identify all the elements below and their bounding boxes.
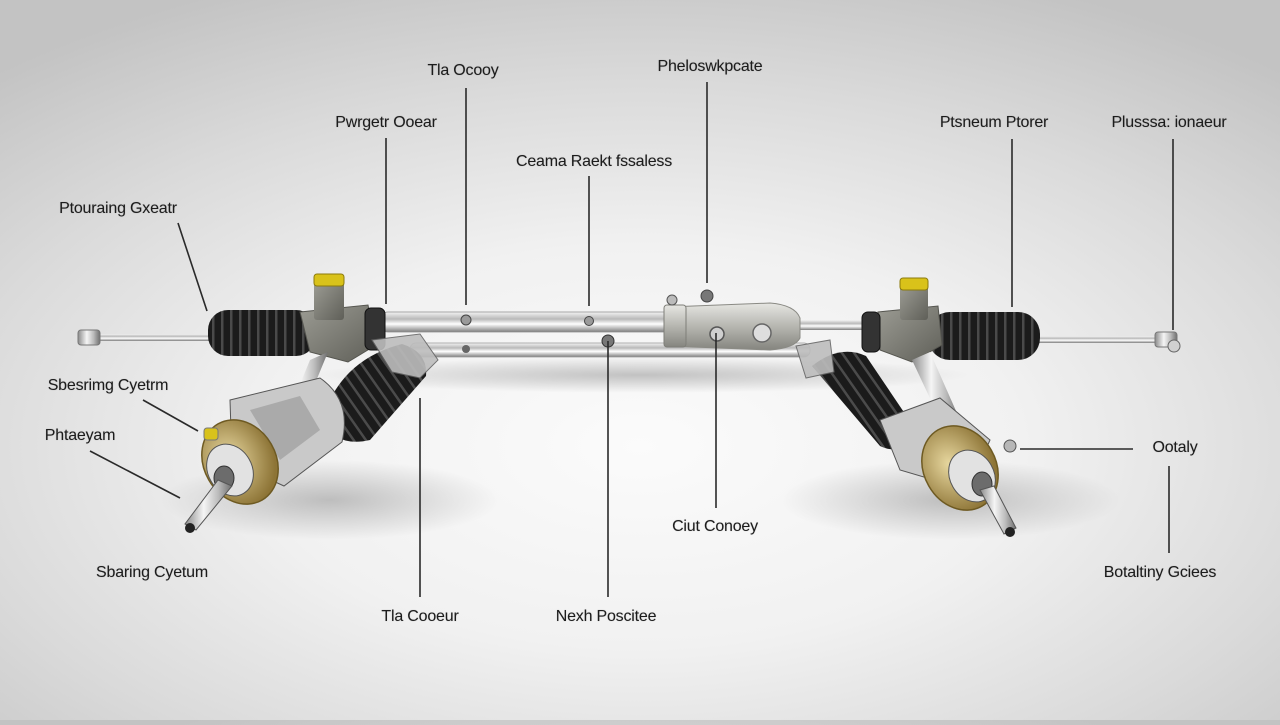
left-yellow-cap <box>313 273 345 287</box>
right-pinion-tower <box>900 286 928 320</box>
fitting-4 <box>462 345 470 353</box>
left-gear-detail <box>250 396 320 460</box>
valve-bolt-top <box>700 289 714 303</box>
left-link-bracket <box>371 333 439 379</box>
left-shaft-tip <box>185 523 195 533</box>
right-output-shaft <box>979 485 1017 535</box>
rack-shaft-right <box>790 320 880 330</box>
valve-port-a <box>709 326 725 342</box>
label-pinion-left: Phtaeyam <box>44 427 116 444</box>
left-tie-rod-end <box>77 329 101 346</box>
right-shaft-tip <box>1005 527 1015 537</box>
fitting-1 <box>460 314 472 326</box>
label-premium-pinion: Ptsneum Ptorer <box>939 114 1049 131</box>
right-lower-assembly <box>795 339 1017 537</box>
label-central-rack: Ceama Raekt fssaless <box>515 153 673 170</box>
left-output-shaft <box>184 479 233 531</box>
right-tie-rod-ball <box>1167 339 1181 353</box>
label-pressure-housing: Plusssa: ionaeur <box>1111 114 1227 131</box>
label-rotary: Ootaly <box>1152 439 1198 456</box>
label-rotary-bearing: Botaltiny Gciees <box>1103 564 1217 581</box>
right-collar <box>861 311 881 353</box>
left-tie-rod <box>88 334 213 341</box>
label-pressure-port: Pheloswkpcate <box>657 58 763 75</box>
label-pinion-gear-top: Pwrgetr Ooear <box>335 114 437 131</box>
rack-tube-upper <box>379 311 681 333</box>
label-tie-cover: Tla Cooeur <box>381 608 459 625</box>
fitting-2 <box>584 316 594 326</box>
left-bellows <box>208 310 316 356</box>
valve-bolt-left <box>666 294 678 306</box>
leader-line-pinion-left <box>89 450 181 499</box>
right-bolt <box>1003 439 1017 453</box>
label-steering-system-bottom: Sbaring Cyetum <box>96 564 208 581</box>
right-bellows <box>928 312 1040 360</box>
valve-port-b <box>752 323 772 343</box>
left-lower-assembly <box>184 333 439 533</box>
right-link-bracket <box>795 339 835 379</box>
left-yellow-marker <box>203 427 219 441</box>
label-neck-position: Nexh Poscitee <box>555 608 657 625</box>
label-steering-system-left: Sbesrimg Cyetrm <box>47 377 169 394</box>
leader-line-steering-system-left <box>142 399 199 432</box>
leader-lines <box>89 82 1174 597</box>
valve-collar <box>663 304 687 348</box>
valve-housing <box>667 302 801 351</box>
label-pinion-sleeve: Ptouraing Gxeatr <box>59 200 177 217</box>
leader-line-pinion-sleeve <box>177 222 208 312</box>
label-tie-rod-top: Tla Ocooy <box>427 62 499 79</box>
right-tie-rod <box>1036 336 1171 343</box>
label-gear-cover: Ciut Conoey <box>672 518 758 535</box>
left-pinion-tower <box>314 282 344 320</box>
right-yellow-cap <box>899 277 929 291</box>
